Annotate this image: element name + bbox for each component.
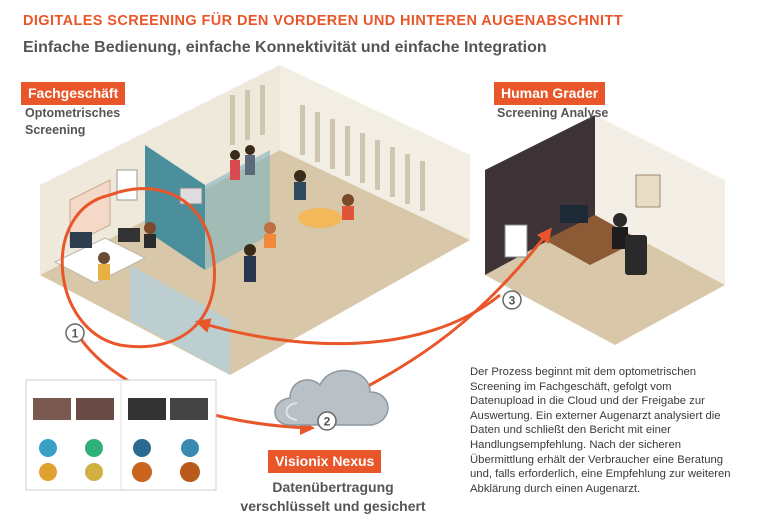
- store-badge: Fachgeschäft: [21, 82, 126, 105]
- store-illustration: [40, 65, 470, 375]
- step-label-1: 1: [72, 327, 79, 341]
- page-title: DIGITALES SCREENING FÜR DEN VORDEREN UND…: [23, 13, 623, 29]
- process-description: Der Prozess beginnt mit dem optometrisch…: [470, 366, 731, 495]
- page-subtitle: Einfache Bedienung, einfache Konnektivit…: [23, 39, 547, 56]
- grader-arrow: [344, 227, 552, 400]
- step-marker-3: [502, 290, 522, 310]
- report-document-image: [25, 379, 217, 491]
- store-caption-line1: Optometrisches: [25, 106, 121, 120]
- store-caption-line2: Screening: [25, 123, 86, 137]
- cloud-icon: [274, 369, 389, 426]
- grader-illustration: [485, 115, 725, 345]
- cloud-caption: Datenübertragung verschlüsselt und gesic…: [218, 478, 448, 516]
- loop-arrow: [60, 187, 216, 349]
- grader-caption: Screening Analyse: [497, 106, 609, 120]
- step-label-3: 3: [509, 294, 516, 308]
- return-arrow: [195, 293, 501, 346]
- cloud-caption-line1: Datenübertragung: [272, 479, 394, 495]
- step-label-2: 2: [324, 415, 331, 429]
- step-marker-1: [65, 323, 85, 343]
- cloud-badge: Visionix Nexus: [268, 450, 382, 473]
- step-marker-2: [317, 411, 337, 431]
- grader-badge: Human Grader: [494, 82, 606, 105]
- store-caption: Optometrisches Screening: [25, 105, 120, 139]
- cloud-caption-line2: verschlüsselt und gesichert: [240, 498, 426, 514]
